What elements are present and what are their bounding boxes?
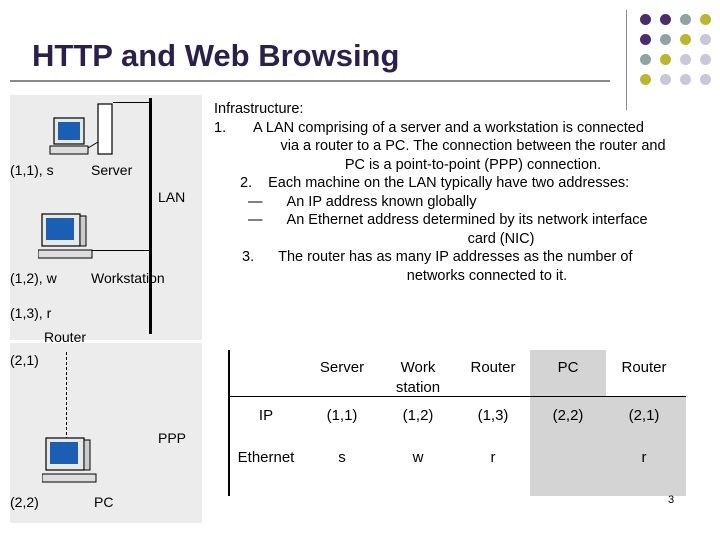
pc-column-shade <box>530 350 606 496</box>
decorative-dot <box>680 54 691 65</box>
item-3-number: 3. <box>242 249 255 265</box>
router-label: Router <box>44 329 87 345</box>
decorative-dot-grid <box>632 10 720 110</box>
sub-item-1: — An IP address known globally <box>214 193 692 212</box>
decorative-dot <box>660 74 671 85</box>
server-connector <box>113 102 149 103</box>
workstation-computer-icon <box>38 213 93 259</box>
item-3: 3. The router has as many IP addresses a… <box>214 248 692 267</box>
server-address: (1,1), s <box>10 162 54 178</box>
sub-item-2: — An Ethernet address determined by its … <box>214 211 692 230</box>
ppp-link-line <box>66 352 67 440</box>
table-header-rule <box>228 396 686 397</box>
ppp-label: PPP <box>158 430 187 446</box>
table-left-border <box>228 350 230 496</box>
row-label-ip: IP <box>258 407 274 424</box>
item-1-line-2: via a router to a PC. The connection bet… <box>280 138 666 154</box>
decorative-dot <box>660 34 671 45</box>
decorative-dot <box>660 14 671 25</box>
title-divider <box>10 80 610 82</box>
header-pc: PC <box>557 359 579 376</box>
ppp-diagram-panel <box>10 343 202 523</box>
decorative-dot <box>640 54 651 65</box>
router-lan-address: (1,3), r <box>10 305 52 321</box>
item-2-text: Each machine on the LAN typically have t… <box>268 175 630 191</box>
decorative-dot <box>680 74 691 85</box>
page-number: 3 <box>668 494 675 506</box>
router-column-shade <box>606 396 686 496</box>
decorative-dot <box>700 74 711 85</box>
decorative-dot <box>700 34 711 45</box>
ethernet-router-2: r <box>641 449 647 466</box>
decorative-dot <box>640 74 651 85</box>
decorative-dot <box>680 34 691 45</box>
item-3-line-2: networks connected to it. <box>406 267 568 284</box>
ip-router-2: (2,1) <box>628 407 660 424</box>
address-table: Server Work station Router PC Router IP … <box>228 350 686 496</box>
decorative-dot <box>700 14 711 25</box>
slide-title: HTTP and Web Browsing <box>32 38 400 73</box>
sub-item-2-dash: — <box>248 212 263 228</box>
item-2: 2. Each machine on the LAN typically hav… <box>214 174 692 193</box>
decorative-dot <box>640 34 651 45</box>
server-label: Server <box>91 162 133 178</box>
workstation-label: Workstation <box>91 270 165 286</box>
infrastructure-heading: Infrastructure: <box>214 101 304 117</box>
pc-computer-icon <box>42 437 97 483</box>
ip-router: (1,3) <box>477 407 509 424</box>
item-1-line-3: PC is a point-to-point (PPP) connection. <box>344 156 602 173</box>
sub-item-2-line-2: card (NIC) <box>467 230 535 247</box>
item-1-line-1: A LAN comprising of a server and a works… <box>253 119 644 136</box>
ethernet-router: r <box>490 449 496 466</box>
item-1: 1. A LAN comprising of a server and a wo… <box>214 119 692 138</box>
header-workstation: Work station <box>395 359 441 396</box>
sub-item-2-line-1: An Ethernet address determined by its ne… <box>286 212 648 228</box>
pc-label: PC <box>94 494 114 510</box>
item-1-number: 1. <box>214 119 227 136</box>
row-label-ethernet: Ethernet <box>237 449 295 466</box>
sub-item-1-text: An IP address known globally <box>286 193 477 210</box>
decorative-dot <box>660 54 671 65</box>
ethernet-workstation: w <box>412 449 424 466</box>
lan-label: LAN <box>158 189 186 205</box>
ip-server: (1,1) <box>326 407 358 424</box>
lan-bus-line <box>149 98 152 334</box>
pc-address: (2,2) <box>10 494 39 510</box>
decorative-dot <box>640 14 651 25</box>
workstation-address: (1,2), w <box>10 270 57 286</box>
item-3-line-1: The router has as many IP addresses as t… <box>278 249 633 265</box>
workstation-connector <box>92 250 149 251</box>
header-router-2: Router <box>621 359 667 376</box>
server-computer-icon <box>49 103 113 155</box>
decorative-dot <box>700 54 711 65</box>
sub-item-1-dash: — <box>248 193 263 210</box>
infrastructure-text: Infrastructure: 1. A LAN comprising of a… <box>214 100 692 285</box>
ip-pc: (2,2) <box>552 407 584 424</box>
ethernet-server: s <box>338 449 346 466</box>
router-ppp-address: (2,1) <box>10 352 39 368</box>
item-2-number: 2. <box>240 175 253 191</box>
header-server: Server <box>319 359 365 376</box>
decorative-dot <box>680 14 691 25</box>
corner-divider <box>626 10 627 110</box>
ip-workstation: (1,2) <box>402 407 434 424</box>
header-router: Router <box>470 359 516 376</box>
